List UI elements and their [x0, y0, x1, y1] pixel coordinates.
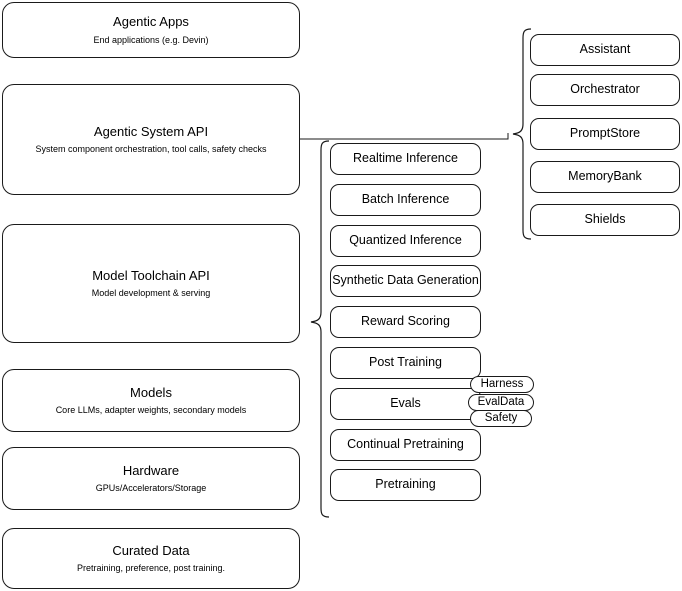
node-label: Continual Pretraining — [347, 437, 464, 452]
layer-title: Models — [130, 384, 172, 400]
stack-layer-hardware[interactable]: Hardware GPUs/Accelerators/Storage — [2, 447, 300, 510]
system-component-shields[interactable]: Shields — [530, 204, 680, 236]
layer-title: Agentic System API — [93, 123, 209, 139]
node-label: Evals — [390, 396, 421, 411]
stack-layer-agentic-apps[interactable]: Agentic Apps End applications (e.g. Devi… — [2, 2, 300, 58]
toolchain-component-post-training[interactable]: Post Training — [330, 347, 481, 379]
toolchain-component-pretraining[interactable]: Pretraining — [330, 469, 481, 501]
layer-subtitle: GPUs/Accelerators/Storage — [95, 483, 207, 493]
node-label: Pretraining — [375, 477, 436, 492]
stack-layer-curated-data[interactable]: Curated Data Pretraining, preference, po… — [2, 528, 300, 589]
system-component-promptstore[interactable]: PromptStore — [530, 118, 680, 150]
layer-subtitle: Model development & serving — [91, 288, 211, 298]
system-component-orchestrator[interactable]: Orchestrator — [530, 74, 680, 106]
layer-subtitle: End applications (e.g. Devin) — [93, 34, 209, 45]
node-label: Realtime Inference — [353, 151, 458, 166]
node-label: Quantized Inference — [349, 233, 462, 248]
toolchain-component-continual-pretraining[interactable]: Continual Pretraining — [330, 429, 481, 461]
node-label: Batch Inference — [361, 192, 450, 207]
stack-layer-models[interactable]: Models Core LLMs, adapter weights, secon… — [2, 369, 300, 432]
layer-title: Curated Data — [112, 542, 190, 558]
toolchain-component-evals[interactable]: Evals — [330, 388, 481, 420]
toolchain-component-batch-inference[interactable]: Batch Inference — [330, 184, 481, 216]
badge-label: Harness — [480, 377, 524, 390]
connector-system-api-to-components — [300, 126, 516, 140]
node-label: Synthetic Data Generation — [332, 273, 479, 288]
eval-badge-harness[interactable]: Harness — [470, 376, 534, 393]
stack-layer-agentic-system-api[interactable]: Agentic System API System component orch… — [2, 84, 300, 195]
system-component-assistant[interactable]: Assistant — [530, 34, 680, 66]
layer-title: Agentic Apps — [113, 14, 189, 30]
node-label: MemoryBank — [568, 169, 642, 184]
brace-toolchain-components — [300, 140, 330, 518]
layer-subtitle: Pretraining, preference, post training. — [76, 563, 226, 573]
toolchain-component-realtime-inference[interactable]: Realtime Inference — [330, 143, 481, 175]
stack-layer-model-toolchain-api[interactable]: Model Toolchain API Model development & … — [2, 224, 300, 343]
node-label: PromptStore — [569, 126, 641, 141]
toolchain-component-reward-scoring[interactable]: Reward Scoring — [330, 306, 481, 338]
node-label: Post Training — [369, 355, 442, 370]
layer-subtitle: Core LLMs, adapter weights, secondary mo… — [55, 405, 247, 415]
eval-badge-safety[interactable]: Safety — [470, 410, 532, 427]
toolchain-component-quantized-inference[interactable]: Quantized Inference — [330, 225, 481, 257]
badge-label: EvalData — [477, 395, 525, 408]
brace-system-components — [512, 28, 532, 240]
system-component-memorybank[interactable]: MemoryBank — [530, 161, 680, 193]
node-label: Shields — [584, 212, 626, 227]
node-label: Assistant — [579, 42, 631, 57]
eval-badge-evaldata[interactable]: EvalData — [468, 394, 534, 411]
node-label: Reward Scoring — [361, 314, 450, 329]
badge-label: Safety — [484, 411, 518, 424]
layer-title: Model Toolchain API — [92, 267, 210, 283]
node-label: Orchestrator — [570, 82, 640, 97]
layer-subtitle: System component orchestration, tool cal… — [35, 144, 267, 154]
layer-title: Hardware — [122, 462, 180, 478]
toolchain-component-synthetic-data-generation[interactable]: Synthetic Data Generation — [330, 265, 481, 297]
